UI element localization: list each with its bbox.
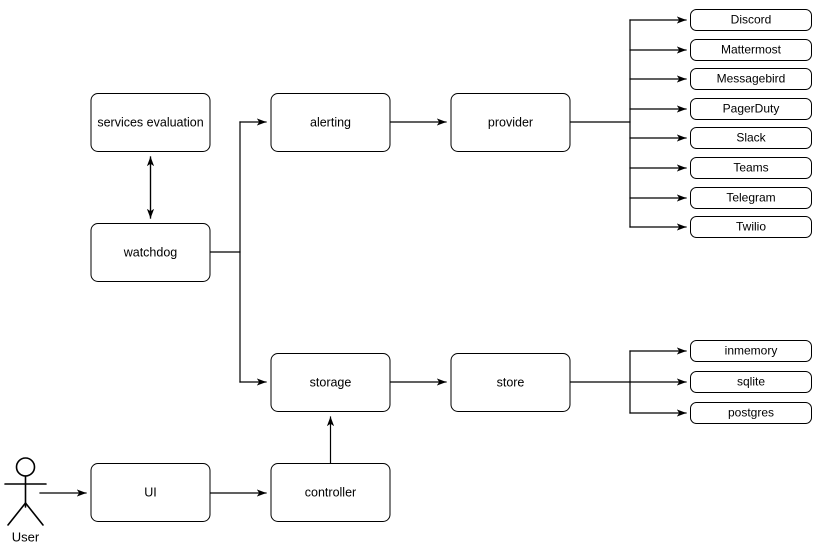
leaf-messagebird-label: Messagebird	[717, 72, 786, 86]
leaf-teams[interactable]: Teams	[690, 157, 812, 179]
leaf-mattermost-label: Mattermost	[721, 43, 782, 57]
node-controller-box[interactable]	[270, 463, 391, 522]
node-storage[interactable]: storage	[270, 353, 391, 412]
leaf-twilio-box[interactable]	[690, 216, 812, 238]
leaf-telegram[interactable]: Telegram	[690, 187, 812, 209]
node-watchdog[interactable]: watchdog	[90, 223, 211, 282]
node-ui-label: UI	[144, 485, 157, 499]
leaf-twilio-label: Twilio	[736, 220, 766, 234]
edge-group-store-branches	[629, 347, 687, 417]
node-controller-label: controller	[305, 485, 356, 499]
leaf-pagerduty[interactable]: PagerDuty	[690, 98, 812, 120]
leaf-messagebird-box[interactable]	[690, 68, 812, 90]
leaf-postgres-label: postgres	[728, 406, 774, 420]
actor-leg-left	[7, 502, 27, 526]
leaf-inmemory-box[interactable]	[690, 340, 812, 362]
leaf-inmemory[interactable]: inmemory	[690, 340, 812, 362]
leaf-discord-label: Discord	[731, 13, 772, 27]
leaf-mattermost-box[interactable]	[690, 39, 812, 61]
leaf-pagerduty-label: PagerDuty	[723, 102, 780, 116]
leaf-slack-box[interactable]	[690, 127, 812, 149]
leaf-sqlite-label: sqlite	[737, 375, 765, 389]
leaf-telegram-box[interactable]	[690, 187, 812, 209]
node-storage-box[interactable]	[270, 353, 391, 412]
leaf-teams-label: Teams	[733, 161, 768, 175]
provider-implementations-group: Discord Mattermost Messagebird PagerDuty…	[690, 9, 812, 238]
store-implementations-group: inmemory sqlite postgres	[690, 340, 812, 424]
leaf-twilio[interactable]: Twilio	[690, 216, 812, 238]
leaf-telegram-label: Telegram	[726, 191, 775, 205]
leaf-slack-label: Slack	[736, 131, 766, 145]
node-services-evaluation-box[interactable]	[90, 93, 211, 152]
node-services-evaluation-label: services evaluation	[97, 115, 203, 129]
node-provider[interactable]: provider	[450, 93, 571, 152]
node-watchdog-label: watchdog	[123, 245, 178, 259]
leaf-teams-box[interactable]	[690, 157, 812, 179]
leaf-postgres[interactable]: postgres	[690, 402, 812, 424]
actor-leg-right	[24, 502, 44, 526]
node-controller[interactable]: controller	[270, 463, 391, 522]
node-ui-box[interactable]	[90, 463, 211, 522]
node-store-box[interactable]	[450, 353, 571, 412]
node-storage-label: storage	[310, 375, 352, 389]
node-provider-label: provider	[488, 115, 533, 129]
leaf-sqlite[interactable]: sqlite	[690, 371, 812, 393]
leaf-mattermost[interactable]: Mattermost	[690, 39, 812, 61]
edges-layer	[39, 16, 687, 497]
node-alerting-label: alerting	[310, 115, 351, 129]
leaf-messagebird[interactable]: Messagebird	[690, 68, 812, 90]
node-store[interactable]: store	[450, 353, 571, 412]
leaf-slack[interactable]: Slack	[690, 127, 812, 149]
leaf-sqlite-box[interactable]	[690, 371, 812, 393]
node-alerting[interactable]: alerting	[270, 93, 391, 152]
leaf-postgres-box[interactable]	[690, 402, 812, 424]
leaf-inmemory-label: inmemory	[725, 344, 778, 358]
node-watchdog-box[interactable]	[90, 223, 211, 282]
leaf-discord[interactable]: Discord	[690, 9, 812, 31]
actor-head-icon	[15, 457, 36, 477]
node-ui[interactable]: UI	[90, 463, 211, 522]
user-actor-label: User	[12, 529, 40, 544]
leaf-discord-box[interactable]	[690, 9, 812, 31]
leaf-pagerduty-box[interactable]	[690, 98, 812, 120]
node-store-label: store	[497, 375, 525, 389]
edge-group-provider-branches	[629, 16, 687, 231]
node-services-evaluation[interactable]: services evaluation	[90, 93, 211, 152]
user-actor[interactable]: User	[4, 457, 47, 544]
node-alerting-box[interactable]	[270, 93, 391, 152]
node-provider-box[interactable]	[450, 93, 571, 152]
